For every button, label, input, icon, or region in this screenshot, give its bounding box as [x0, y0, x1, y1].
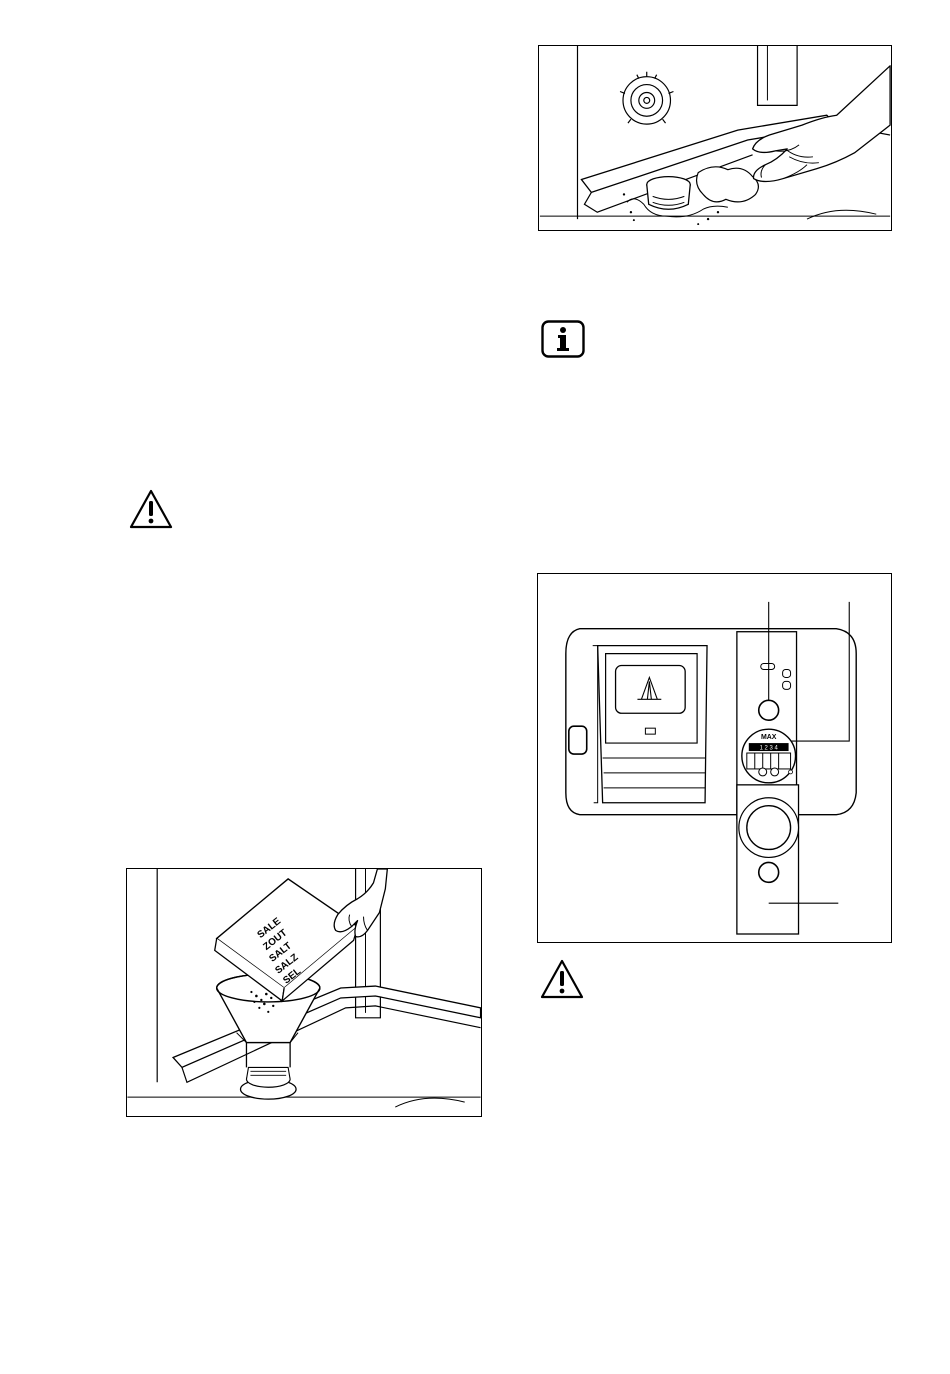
- max-label: MAX: [761, 734, 777, 741]
- warning-icon: [128, 488, 174, 530]
- illustration-wipe-salt-container: [538, 45, 892, 231]
- dial-scale-label: 1 2 3 4: [760, 746, 779, 752]
- warning-icon: [539, 958, 585, 1000]
- info-icon: [541, 320, 585, 358]
- illustration-detergent-dispenser: MAX 1 2 3 4: [537, 573, 892, 943]
- illustration-fill-salt: SALE ZOUT SALT SALZ SEL: [126, 868, 482, 1117]
